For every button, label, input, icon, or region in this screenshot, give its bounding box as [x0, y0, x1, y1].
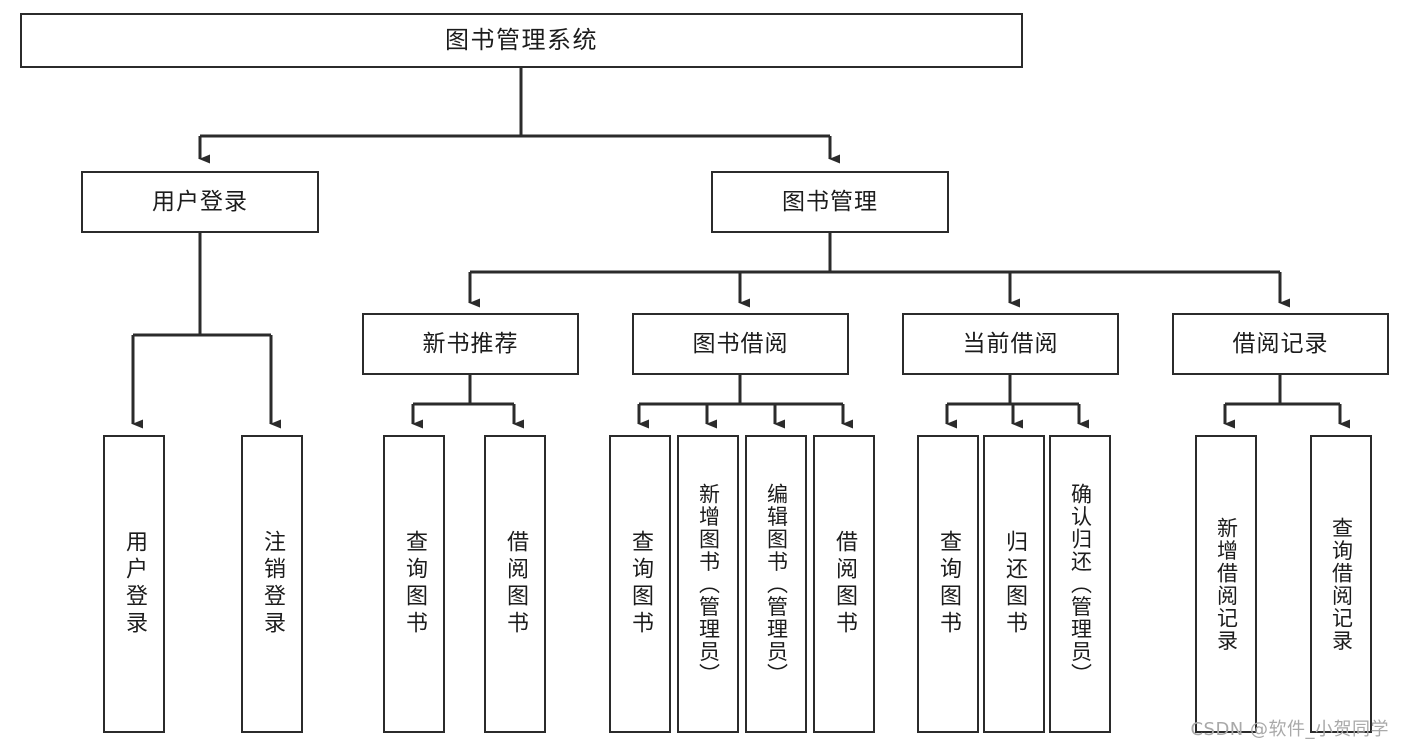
- node-label: 编辑图书（管理员）: [764, 482, 789, 686]
- leaf-current-borrow-confirm-admin[interactable]: 确认归还（管理员）: [1049, 435, 1111, 733]
- node-label: 用户登录: [122, 530, 147, 638]
- node-label: 借阅记录: [1232, 330, 1329, 357]
- leaf-book-borrow-edit-admin[interactable]: 编辑图书（管理员）: [745, 435, 807, 733]
- leaf-book-borrow-add-admin[interactable]: 新增图书（管理员）: [677, 435, 739, 733]
- node-book-management[interactable]: 图书管理: [711, 171, 949, 233]
- node-label: 新书推荐: [422, 330, 519, 357]
- node-label: 查询图书: [402, 530, 427, 638]
- node-label: 图书管理: [782, 188, 878, 215]
- node-label: 归还图书: [1002, 530, 1027, 638]
- node-label: 图书管理系统: [445, 25, 598, 54]
- leaf-user-login-signout[interactable]: 注销登录: [241, 435, 303, 733]
- node-book-borrow[interactable]: 图书借阅: [632, 313, 849, 375]
- leaf-current-borrow-query[interactable]: 查询图书: [917, 435, 979, 733]
- leaf-borrow-record-add[interactable]: 新增借阅记录: [1195, 435, 1257, 733]
- node-label: 新增借阅记录: [1214, 516, 1239, 652]
- node-new-book-recommend[interactable]: 新书推荐: [362, 313, 579, 375]
- watermark-text: CSDN @软件_小贺同学: [1190, 719, 1389, 740]
- node-label: 借阅图书: [832, 530, 857, 638]
- leaf-user-login-signin[interactable]: 用户登录: [103, 435, 165, 733]
- leaf-new-book-query[interactable]: 查询图书: [383, 435, 445, 733]
- node-current-borrow[interactable]: 当前借阅: [902, 313, 1119, 375]
- node-label: 查询图书: [628, 530, 653, 638]
- leaf-book-borrow-query[interactable]: 查询图书: [609, 435, 671, 733]
- node-label: 查询借阅记录: [1329, 516, 1354, 652]
- leaf-book-borrow-borrow[interactable]: 借阅图书: [813, 435, 875, 733]
- node-label: 新增图书（管理员）: [696, 482, 721, 686]
- node-user-login[interactable]: 用户登录: [81, 171, 319, 233]
- node-label: 当前借阅: [962, 330, 1059, 357]
- node-borrow-record[interactable]: 借阅记录: [1172, 313, 1389, 375]
- node-book-management-system[interactable]: 图书管理系统: [20, 13, 1023, 68]
- node-label: 查询图书: [936, 530, 961, 638]
- node-label: 图书借阅: [692, 330, 789, 357]
- node-label: 借阅图书: [503, 530, 528, 638]
- leaf-current-borrow-return[interactable]: 归还图书: [983, 435, 1045, 733]
- node-label: 注销登录: [260, 530, 285, 638]
- leaf-borrow-record-query[interactable]: 查询借阅记录: [1310, 435, 1372, 733]
- node-label: 用户登录: [152, 188, 248, 215]
- leaf-new-book-borrow[interactable]: 借阅图书: [484, 435, 546, 733]
- node-label: 确认归还（管理员）: [1068, 482, 1093, 686]
